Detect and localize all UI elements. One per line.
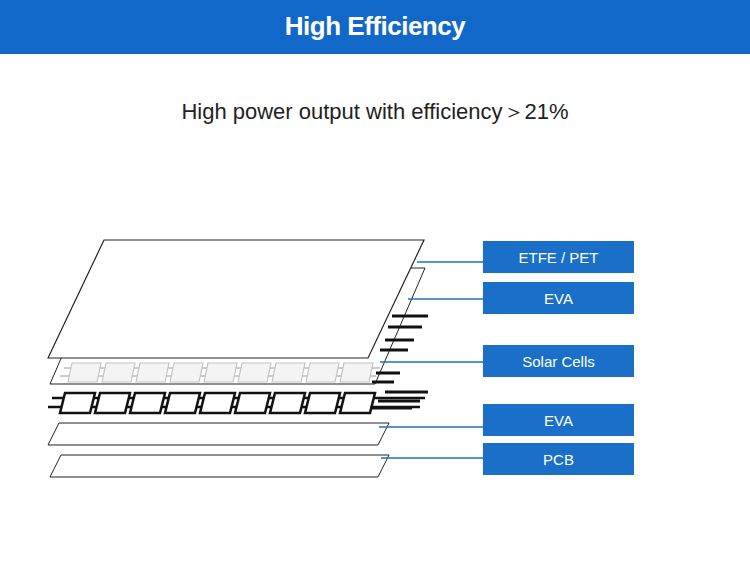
layer-name: EVA bbox=[544, 290, 573, 307]
leader-line bbox=[408, 298, 483, 300]
pcb-sheet bbox=[50, 455, 389, 477]
layer-label-box: Solar Cells bbox=[483, 345, 634, 377]
layer-name: EVA bbox=[544, 412, 573, 429]
leader-line bbox=[381, 457, 483, 459]
layer-name: PCB bbox=[543, 451, 574, 468]
layer-label-box: PCB bbox=[483, 443, 634, 475]
page-title: High Efficiency bbox=[0, 0, 750, 54]
leader-line bbox=[380, 361, 483, 363]
etfe-sheet bbox=[48, 240, 424, 358]
layer-name: Solar Cells bbox=[522, 353, 595, 370]
layer-name: ETFE / PET bbox=[518, 249, 598, 266]
layer-label-box: ETFE / PET bbox=[483, 241, 634, 273]
layer-label-box: EVA bbox=[483, 282, 634, 314]
leader-line bbox=[417, 261, 483, 263]
cell-row-dark bbox=[48, 392, 428, 413]
layer-label-box: EVA bbox=[483, 404, 634, 436]
subtitle: High power output with efficiency＞21% bbox=[181, 97, 568, 127]
eva-sheet bbox=[48, 423, 389, 445]
leader-line bbox=[379, 426, 483, 428]
